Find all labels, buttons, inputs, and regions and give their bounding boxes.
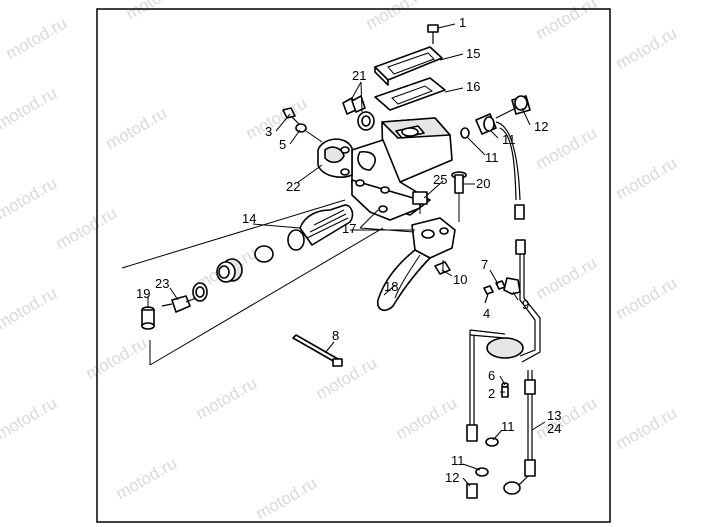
callout-25: 25	[433, 172, 447, 187]
watermark: motod.ru	[3, 13, 71, 63]
watermark: motod.ru	[53, 203, 121, 253]
watermark: motod.ru	[613, 273, 681, 323]
part-master-cylinder-body	[351, 117, 453, 221]
callout-19: 19	[136, 286, 150, 301]
callout-12-top: 12	[534, 119, 548, 134]
watermark: motod.ru	[0, 393, 60, 443]
callout-22: 22	[286, 179, 300, 194]
callout-11-top-left: 11	[485, 150, 499, 165]
watermark: motod.ru	[113, 453, 181, 503]
watermark: motod.ru	[533, 0, 601, 43]
watermark: motod.ru	[613, 23, 681, 73]
part-brake-lines	[466, 121, 541, 495]
callout-14: 14	[242, 211, 256, 226]
watermark-layer: motod.ru motod.ru motod.ru motod.ru moto…	[0, 0, 680, 523]
callout-11-top-right: 11	[502, 132, 516, 147]
part-25	[412, 191, 428, 214]
callout-20: 20	[476, 176, 490, 191]
part-nut-10	[434, 260, 451, 275]
callout-11-mid: 11	[501, 419, 515, 434]
watermark: motod.ru	[193, 373, 261, 423]
callout-2: 2	[488, 386, 495, 401]
leader-lines	[147, 23, 546, 487]
part-cable-tie-8	[292, 334, 343, 367]
callout-6: 6	[488, 368, 495, 383]
callout-24: 24	[547, 421, 561, 436]
callout-8: 8	[332, 328, 339, 343]
callout-9: 9	[522, 297, 529, 312]
part-bracket-9	[503, 277, 521, 295]
part-screw-1	[427, 24, 439, 44]
watermark: motod.ru	[0, 173, 60, 223]
callout-7: 7	[481, 257, 488, 272]
callout-5: 5	[279, 137, 286, 152]
watermark: motod.ru	[123, 0, 191, 23]
watermark: motod.ru	[253, 473, 321, 523]
callout-labels: 1 15 21 16 3 5 12 11 11 22 25 20 14 17 7…	[136, 15, 561, 485]
watermark: motod.ru	[0, 283, 60, 333]
part-boot-19	[141, 306, 155, 330]
callout-18: 18	[384, 279, 398, 294]
part-pivot-pin-20	[451, 171, 467, 222]
part-bushings-21	[342, 95, 375, 131]
watermark: motod.ru	[533, 253, 601, 303]
callout-23: 23	[155, 276, 169, 291]
watermark: motod.ru	[313, 353, 381, 403]
assembly-brackets	[121, 199, 415, 366]
part-bolt-3-washer-5	[282, 107, 323, 143]
watermark: motod.ru	[243, 93, 311, 143]
part-screw-4-7	[483, 280, 506, 304]
callout-11-bottom: 11	[451, 453, 465, 468]
callout-1: 1	[459, 15, 466, 30]
callout-13: 13	[547, 408, 561, 423]
callout-4: 4	[483, 306, 490, 321]
callout-10: 10	[453, 272, 467, 287]
callout-15: 15	[466, 46, 480, 61]
part-gasket-16	[374, 77, 446, 111]
watermark: motod.ru	[83, 333, 151, 383]
part-clamp-22	[317, 138, 353, 178]
watermark: motod.ru	[0, 83, 60, 133]
watermark: motod.ru	[103, 103, 171, 153]
watermark: motod.ru	[363, 0, 431, 33]
watermark: motod.ru	[613, 153, 681, 203]
part-banjo-top	[460, 95, 531, 139]
part-piston-assembly-14	[192, 204, 354, 302]
watermark: motod.ru	[533, 393, 601, 443]
watermark: motod.ru	[613, 403, 681, 453]
callout-12-bottom: 12	[445, 470, 459, 485]
part-reservoir-cover-15	[374, 46, 443, 86]
callout-16: 16	[466, 79, 480, 94]
callout-21: 21	[352, 68, 366, 83]
part-lever-18	[376, 217, 456, 312]
watermark: motod.ru	[393, 393, 461, 443]
part-pushrod-23	[161, 295, 197, 313]
callout-3: 3	[265, 124, 272, 139]
callout-17: 17	[342, 221, 356, 236]
diagram-frame	[96, 8, 611, 523]
